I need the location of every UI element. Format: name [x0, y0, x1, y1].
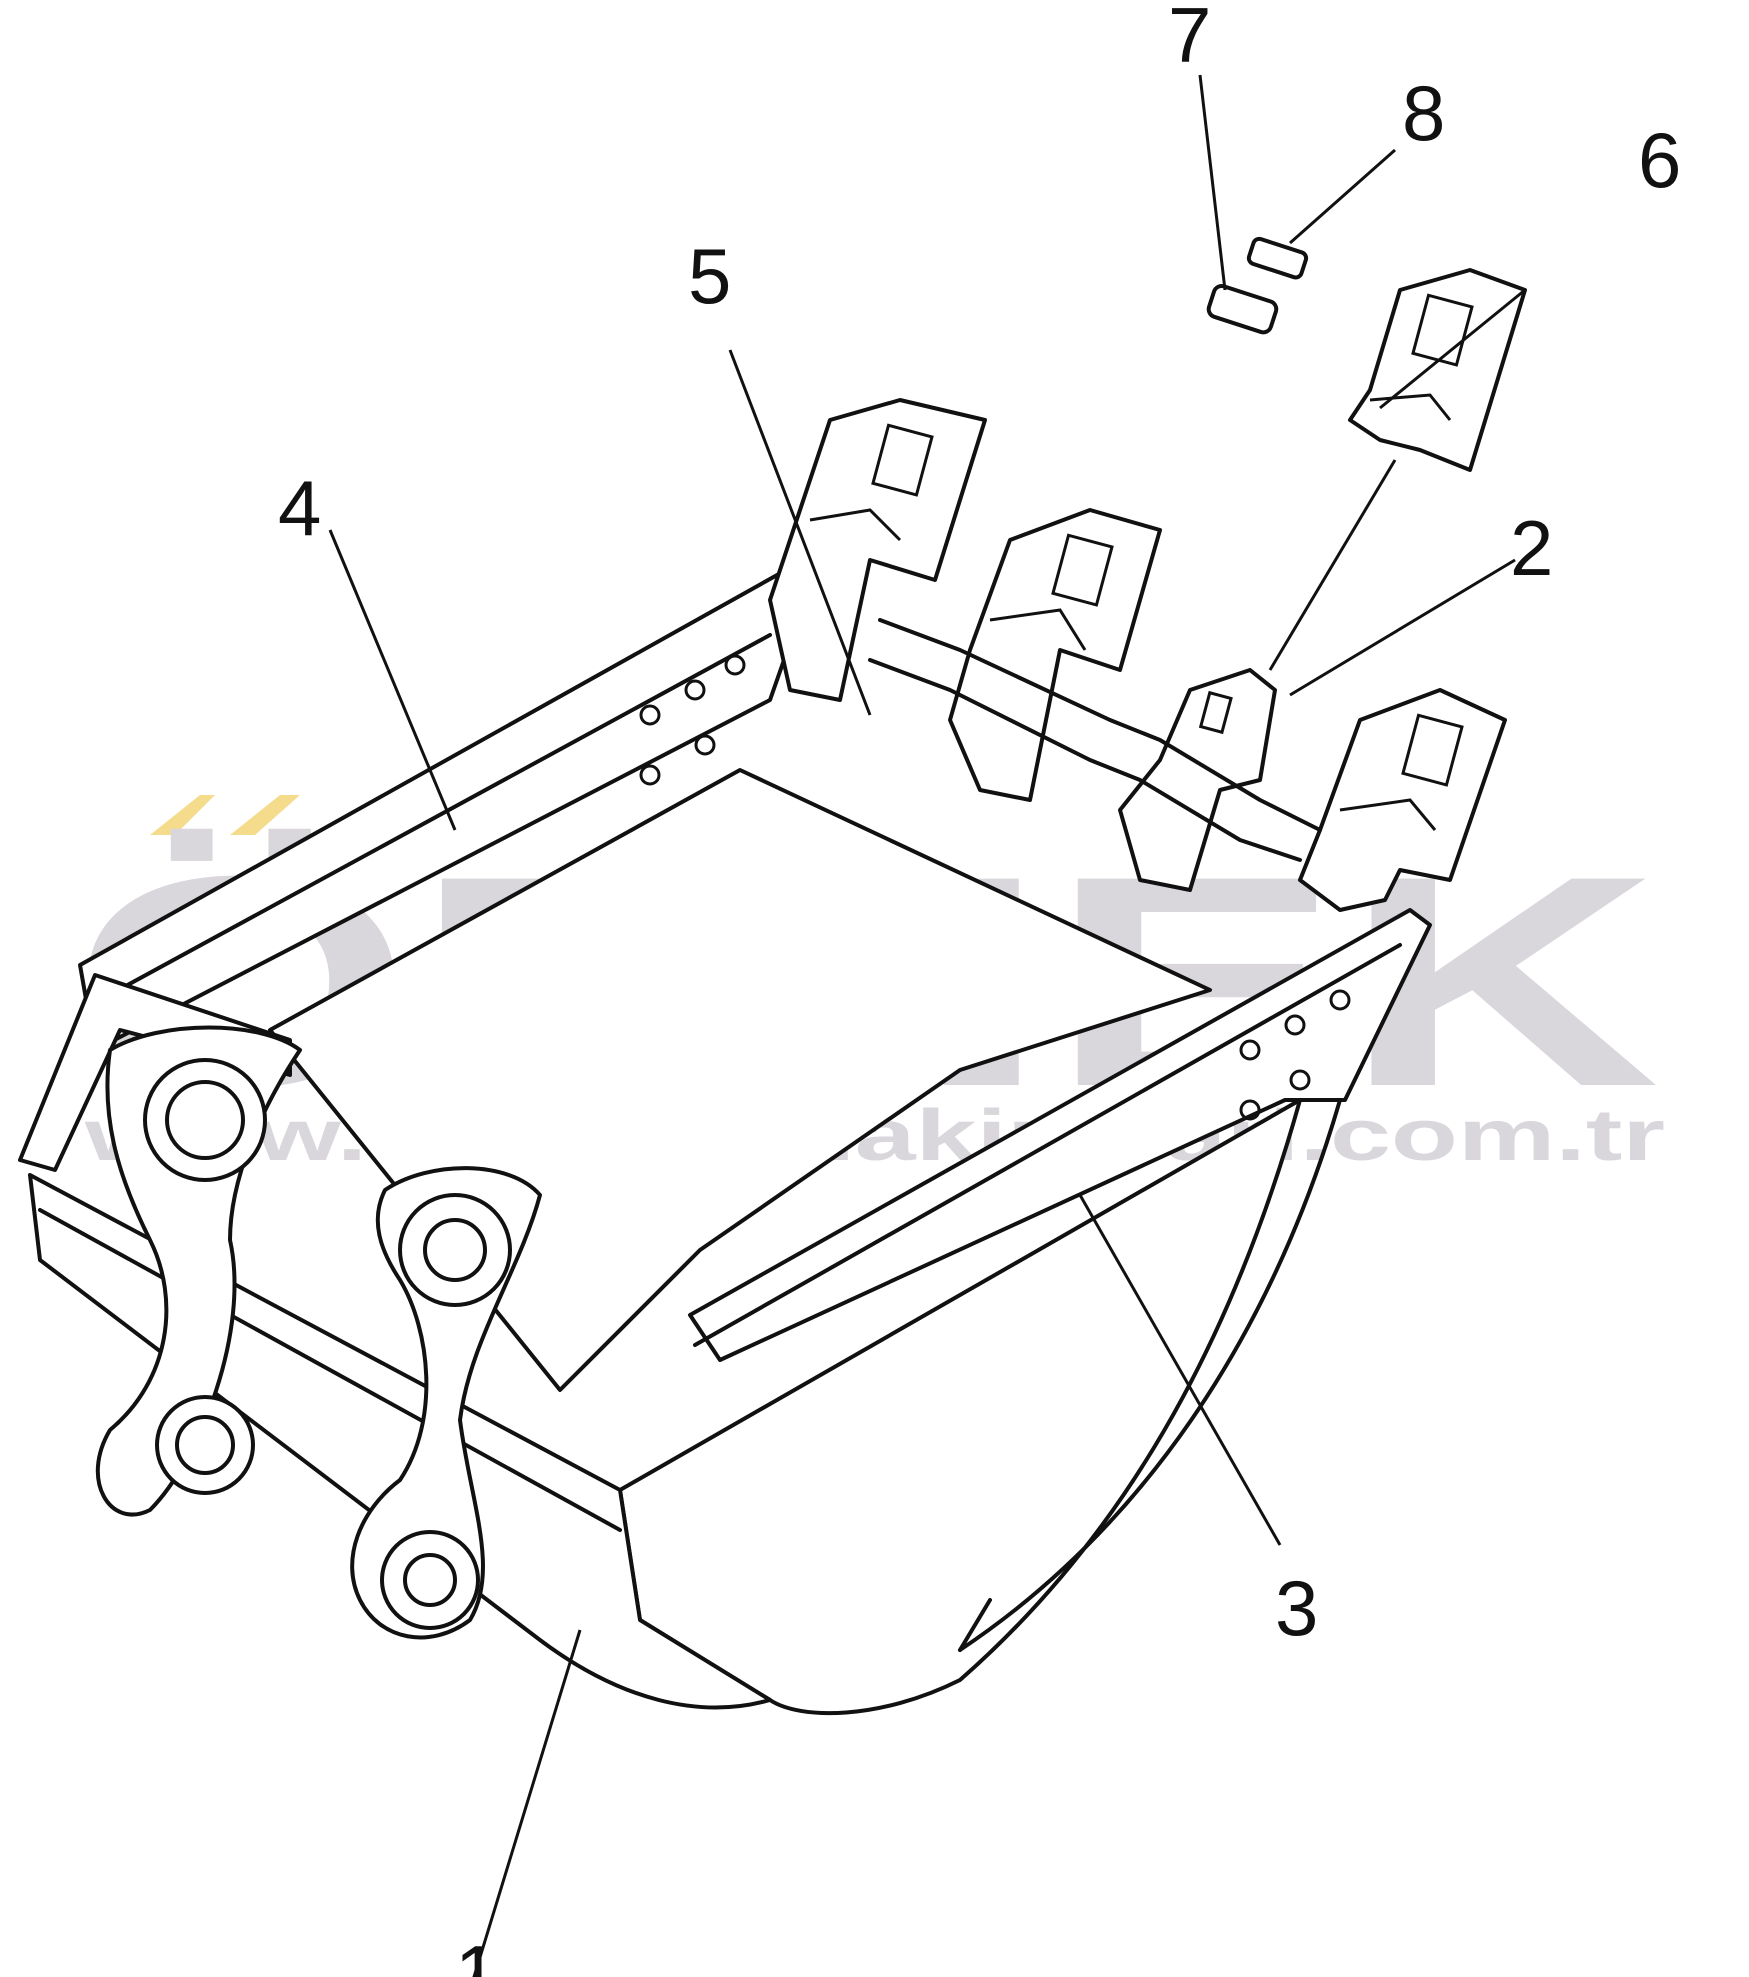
callout-7: 7	[1168, 0, 1211, 79]
tooth-2	[948, 508, 1162, 802]
lock-pin-8	[1246, 236, 1309, 280]
tooth-4	[1298, 688, 1507, 912]
leader-lines	[328, 74, 1526, 1977]
link-bracket-left	[95, 1025, 302, 1517]
bucket-body	[18, 563, 1432, 1716]
bucket-top-rail	[18, 973, 292, 1172]
bucket-shell-right	[618, 1098, 1302, 1716]
bucket-teeth	[768, 398, 1507, 912]
cutting-edge	[878, 618, 1322, 832]
callout-2: 2	[1510, 504, 1553, 592]
exploded-parts	[1206, 236, 1527, 472]
callouts: 1 2 3 4 5 6 7 8	[278, 0, 1681, 1977]
lock-pin-7	[1206, 283, 1279, 335]
bucket-right-side-plate	[688, 908, 1432, 1362]
watermark-accent-right	[230, 795, 300, 835]
tooth-1	[768, 398, 987, 702]
callout-6: 6	[1638, 116, 1681, 204]
callout-1: 1	[455, 1929, 498, 1977]
tooth-3-adapter	[1118, 668, 1277, 892]
callout-4: 4	[278, 464, 321, 552]
tooth-point-6	[1348, 268, 1527, 472]
side-plate-holes-right	[1239, 989, 1351, 1121]
callout-5: 5	[688, 232, 731, 320]
callout-3: 3	[1275, 1564, 1318, 1652]
side-plate-holes-left	[639, 654, 746, 786]
callout-8: 8	[1402, 69, 1445, 157]
watermark-accent-left	[150, 795, 215, 835]
